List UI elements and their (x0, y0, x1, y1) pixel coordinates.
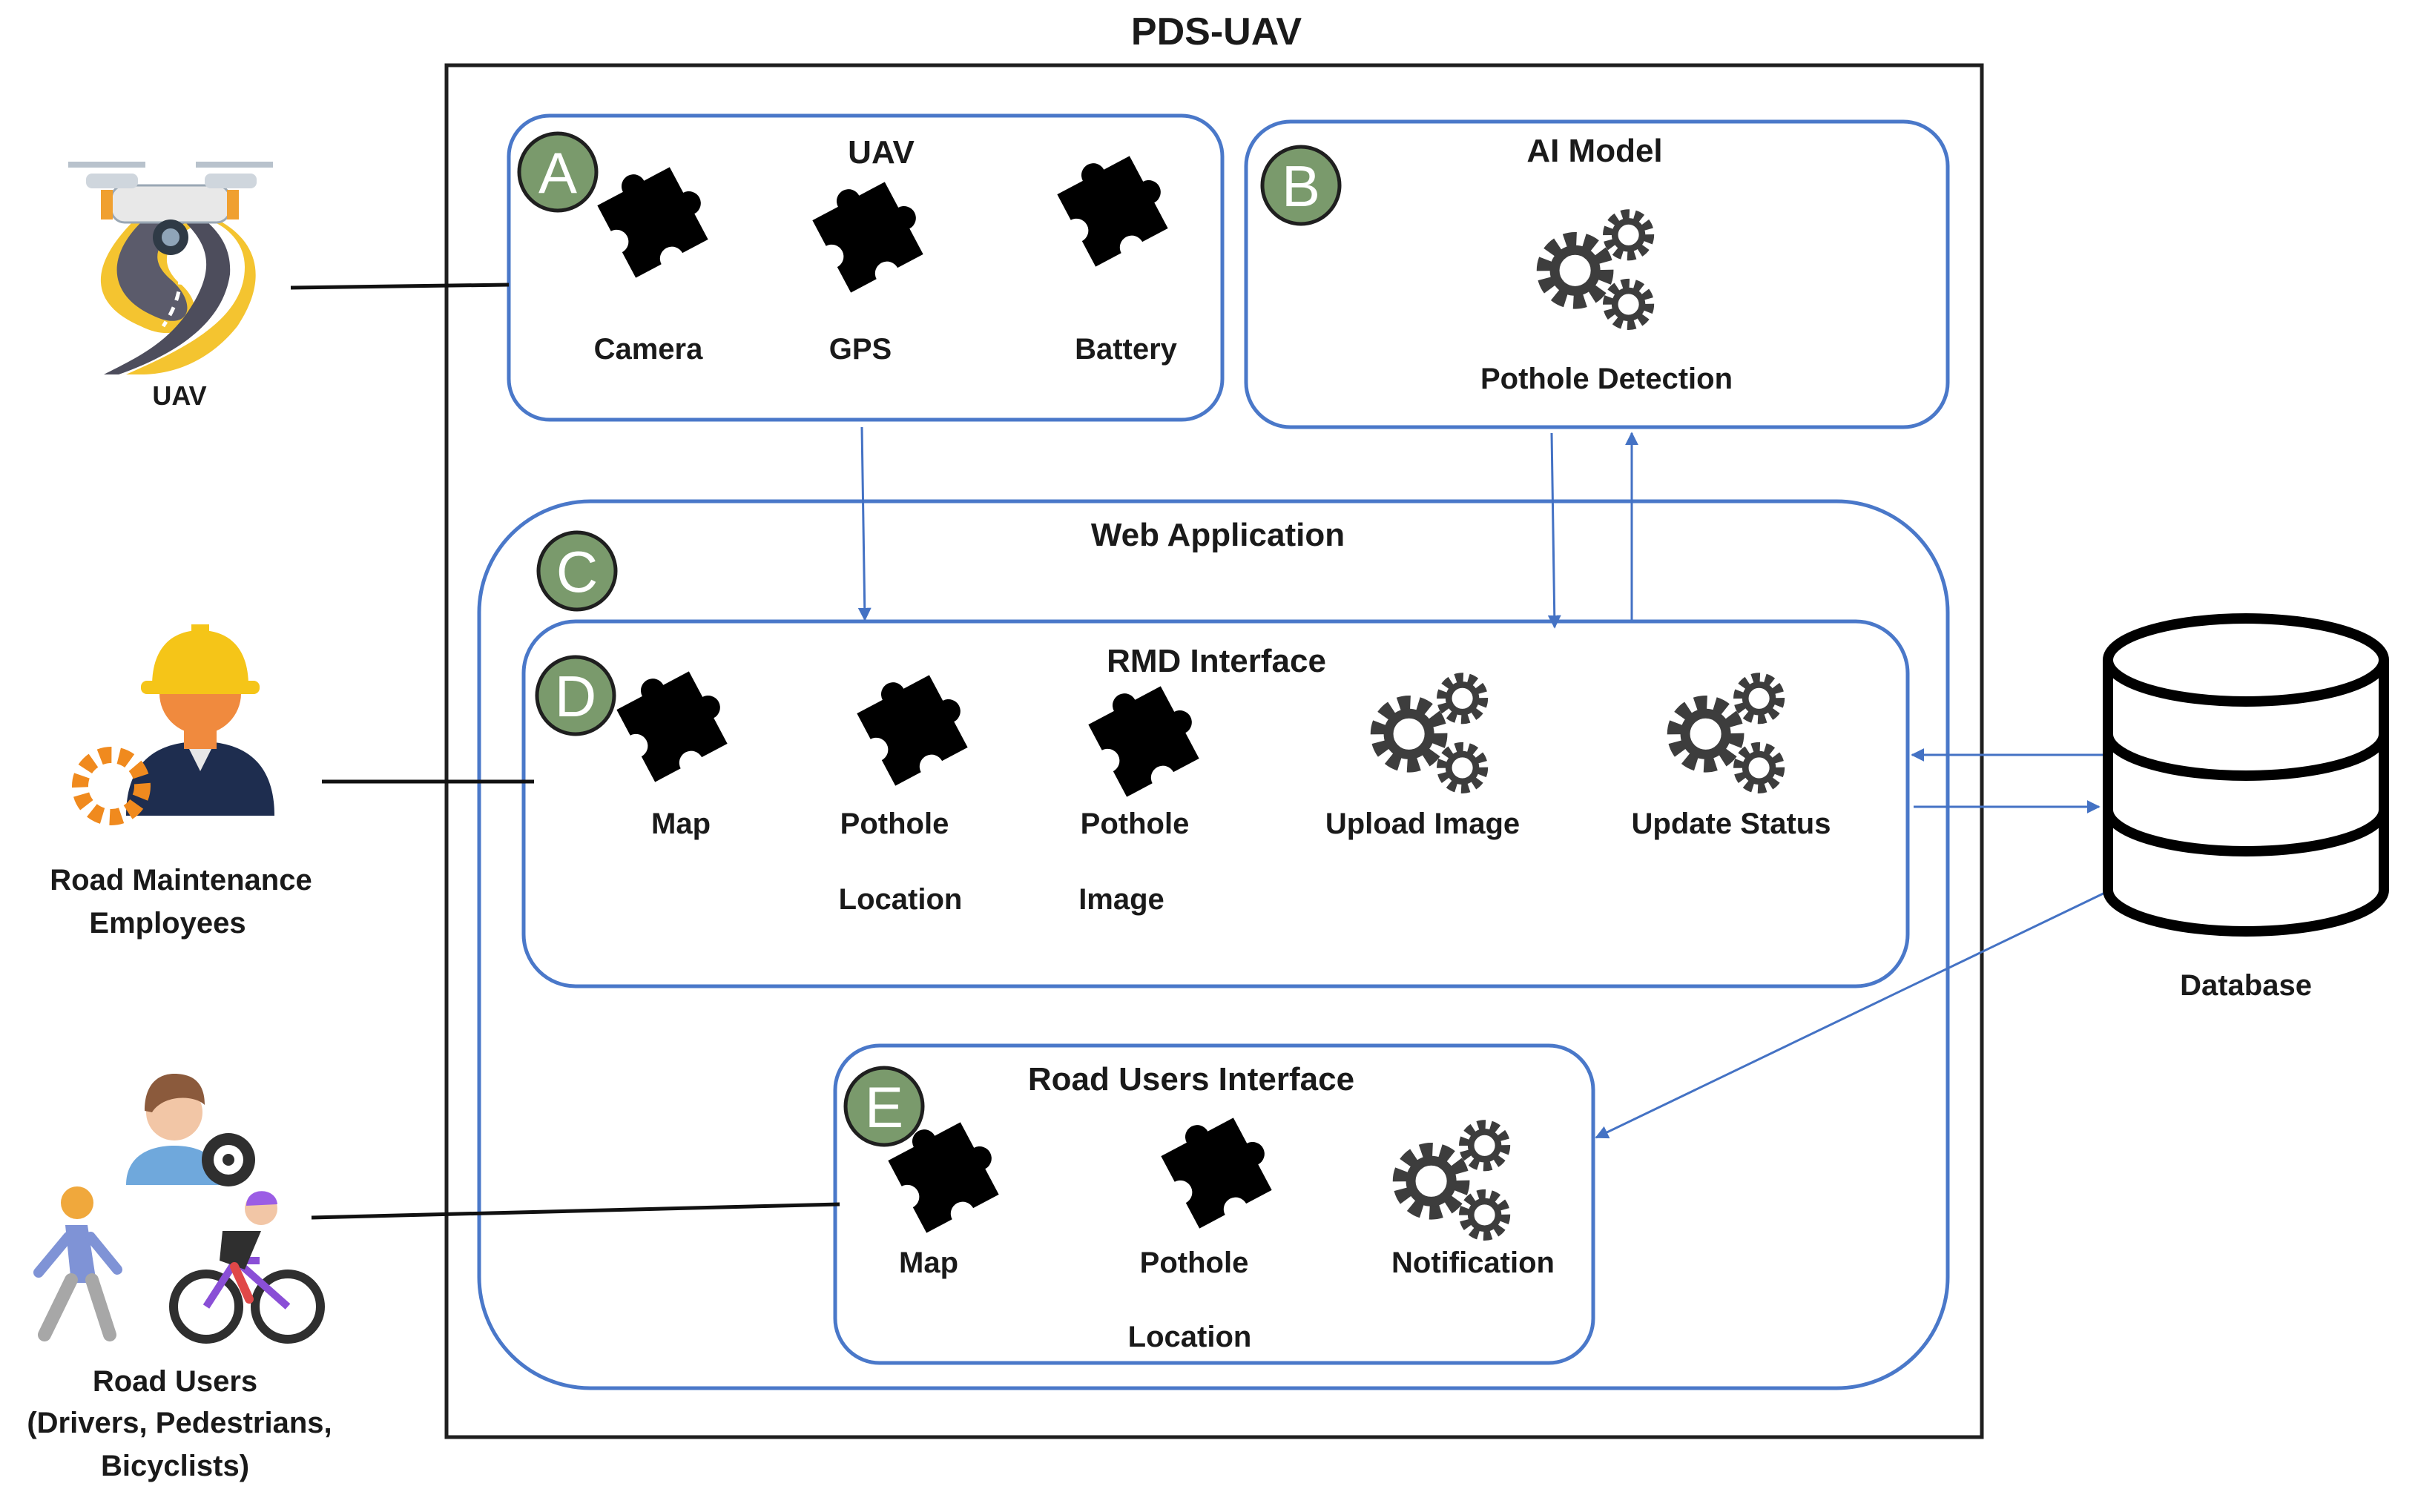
badge-c: C (536, 530, 618, 612)
uav-actor-label: UAV (152, 380, 206, 411)
gps-puzzle-icon (806, 165, 934, 293)
svg-text:E: E (865, 1074, 903, 1140)
worker-gear-icon (72, 624, 274, 825)
ru-pothole-location-puzzle-icon (1155, 1101, 1282, 1229)
rmd-map-label: Map (651, 808, 711, 840)
rmd-interface-title: RMD Interface (1107, 643, 1326, 679)
badge-e: E (843, 1066, 925, 1147)
rmd-pothole-image-label-2: Image (1078, 883, 1164, 916)
rmd-pothole-image-label-1: Pothole (1081, 808, 1190, 840)
road-users-actor-label-2: (Drivers, Pedestrians, (27, 1407, 332, 1439)
road-users-interface-box: E Road Users Interface Map Pothole Locat… (833, 1043, 1595, 1365)
database-label: Database (2180, 969, 2312, 1002)
line-road-users-actor (311, 1202, 840, 1220)
ru-pothole-location-label-1: Pothole (1140, 1247, 1249, 1279)
update-status-label: Update Status (1632, 808, 1831, 840)
diagram-title: PDS-UAV (1131, 10, 1302, 53)
ai-model-title: AI Model (1526, 133, 1662, 169)
uav-box-title: UAV (848, 134, 915, 171)
upload-image-label: Upload Image (1325, 808, 1520, 840)
upload-image-gears-icon (1380, 679, 1482, 787)
pothole-image-puzzle-icon (1082, 670, 1210, 797)
database-icon (2103, 613, 2389, 937)
arrow-database-to-road-users (1595, 888, 2112, 1139)
battery-puzzle-icon (1051, 139, 1179, 267)
pothole-detection-label: Pothole Detection (1480, 363, 1733, 395)
web-application-title: Web Application (1091, 517, 1345, 553)
employees-actor-label-1: Road Maintenance (50, 864, 312, 897)
rmd-pothole-location-label-1: Pothole (840, 808, 949, 840)
svg-text:A: A (538, 140, 577, 205)
battery-label: Battery (1075, 333, 1178, 366)
road-users-actor-label-3: Bicyclists) (101, 1450, 249, 1482)
svg-text:D: D (555, 664, 596, 729)
uav-box: A UAV Camera GPS Battery (507, 113, 1225, 422)
drone-road-icon (68, 162, 273, 374)
svg-text:C: C (556, 539, 598, 604)
badge-b: B (1260, 145, 1342, 226)
rmd-interface-box: D RMD Interface Map Pothole Location Pot… (521, 619, 1910, 988)
badge-a: A (517, 131, 599, 213)
badge-d: D (535, 655, 616, 736)
arrow-ai-to-rmd (1547, 432, 1561, 629)
ai-model-box: B AI Model Pothole Detection (1244, 119, 1950, 429)
map-puzzle-icon (610, 655, 738, 782)
pothole-location-puzzle-icon (851, 658, 978, 786)
ru-map-label: Map (899, 1247, 958, 1279)
rmd-pothole-location-label-2: Location (839, 883, 963, 916)
connectors (290, 283, 2120, 1220)
gps-label: GPS (829, 333, 892, 366)
line-uav-actor (290, 283, 510, 290)
arrow-uav-to-rmd (857, 426, 872, 621)
ru-pothole-location-label-2: Location (1128, 1321, 1252, 1353)
notification-gears-icon (1403, 1126, 1504, 1234)
pothole-detection-gears-icon (1546, 216, 1648, 323)
employees-actor-label-2: Employees (89, 907, 246, 940)
svg-text:B: B (1282, 153, 1320, 219)
road-users-actor-label-1: Road Users (93, 1365, 257, 1398)
camera-label: Camera (594, 333, 704, 366)
system-boundary (444, 63, 1984, 1439)
web-application-box: C Web Application (477, 499, 1950, 1390)
road-users-icon (33, 1074, 325, 1344)
road-users-interface-title: Road Users Interface (1028, 1061, 1354, 1097)
camera-puzzle-icon (591, 151, 719, 278)
update-status-gears-icon (1677, 679, 1779, 787)
notification-label: Notification (1391, 1247, 1555, 1279)
